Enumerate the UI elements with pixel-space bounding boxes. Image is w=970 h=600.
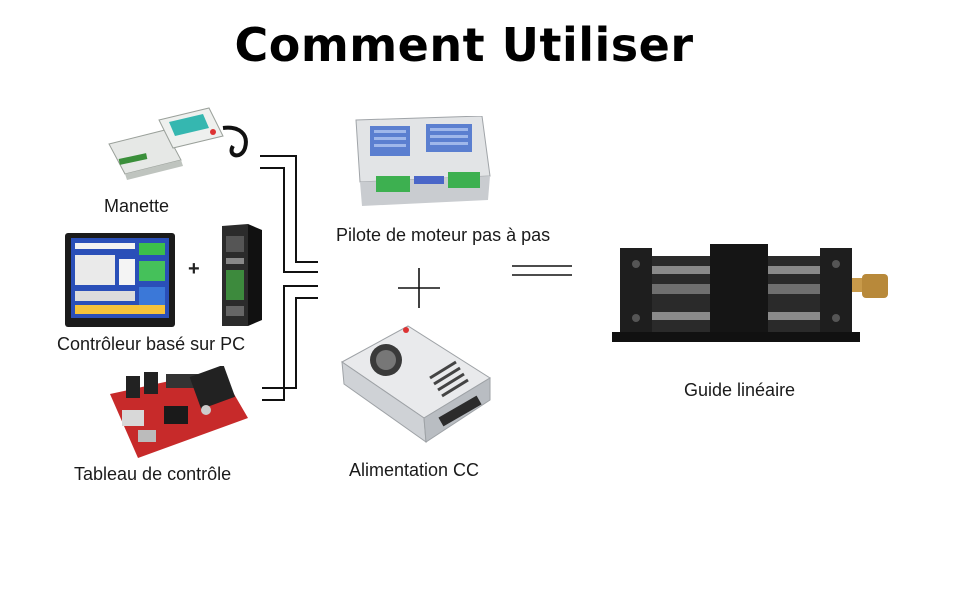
stepper-driver-label: Pilote de moteur pas à pas — [336, 225, 551, 245]
line-manette-outer — [260, 155, 318, 263]
control-board-label: Tableau de contrôle — [74, 464, 232, 484]
pc-controller-label: Contrôleur basé sur PC — [57, 334, 246, 354]
pc-plus-symbol: + — [188, 258, 200, 280]
line-manette-inner — [260, 167, 318, 273]
linear-guide-image — [612, 244, 888, 342]
manette-image — [108, 107, 248, 180]
manette-label: Manette — [104, 196, 170, 216]
stepper-driver-image — [355, 116, 491, 206]
line-board-inner — [262, 285, 318, 401]
dc-power-image — [341, 325, 491, 444]
line-board-outer — [262, 297, 318, 389]
control-board-image — [110, 366, 248, 458]
page-title: Comment Utiliser — [234, 18, 694, 72]
pc-controller-box-image — [222, 224, 262, 326]
pc-controller-screen-image — [65, 233, 175, 327]
linear-guide-label: Guide linéaire — [684, 380, 796, 400]
dc-power-label: Alimentation CC — [349, 460, 480, 480]
